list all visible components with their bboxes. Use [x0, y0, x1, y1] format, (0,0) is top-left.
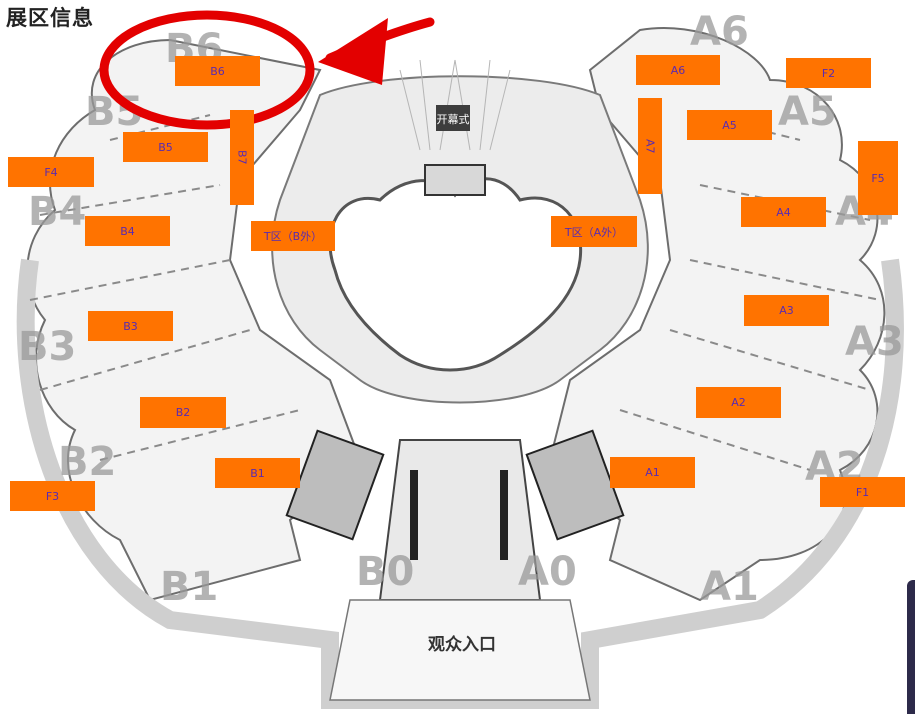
zone-label-a5[interactable]: A5	[687, 110, 772, 140]
zone-label-a3[interactable]: A3	[744, 295, 829, 326]
zone-label-a6[interactable]: A6	[636, 55, 720, 85]
hall-letter: B1	[160, 564, 218, 610]
opening-stage	[424, 164, 486, 196]
zone-label-f4[interactable]: F4	[8, 157, 94, 187]
opening-sign-text: 开幕式	[437, 112, 470, 126]
hall-letter: A5	[778, 89, 837, 135]
opening-sign-box	[436, 105, 470, 131]
hall-letter: A3	[845, 319, 904, 365]
zone-label-b5[interactable]: B5	[123, 132, 208, 162]
hall-letter: B0	[356, 549, 414, 595]
left-dark-booth	[285, 429, 385, 541]
highlight-arrowhead	[318, 18, 388, 85]
zone-label-b6[interactable]: B6	[175, 56, 260, 86]
zone-label-a1[interactable]: A1	[610, 457, 695, 488]
zone-label-f5[interactable]: F5	[858, 141, 898, 215]
entrance-plaza	[329, 599, 591, 701]
highlight-circle	[99, 10, 315, 130]
zone-label-b3[interactable]: B3	[88, 311, 173, 341]
entrance-seats	[410, 470, 508, 560]
zone-label-b7[interactable]: B7	[230, 110, 254, 205]
entrance-label: 观众入口	[427, 634, 496, 655]
zone-label-a7[interactable]: A7	[638, 98, 662, 194]
zone-label-a2[interactable]: A2	[696, 387, 781, 418]
hall-letter: B4	[28, 189, 86, 235]
hall-letter: A1	[700, 564, 759, 610]
zone-label-f3[interactable]: F3	[10, 481, 95, 511]
hall-letter: A0	[518, 549, 577, 595]
hall-letter: B3	[18, 324, 76, 370]
right-dark-booth	[525, 429, 625, 541]
edge-scroll-strip	[907, 580, 915, 714]
page-title: 展区信息	[6, 6, 94, 30]
zone-label-t-a[interactable]: T区（A外）	[551, 216, 637, 247]
zone-label-b1[interactable]: B1	[215, 458, 300, 488]
zone-label-f1[interactable]: F1	[820, 477, 905, 507]
zone-label-a4[interactable]: A4	[741, 197, 826, 227]
zone-label-t-b[interactable]: T区（B外）	[251, 221, 335, 251]
hall-letter: A6	[690, 9, 749, 55]
zone-label-b2[interactable]: B2	[140, 397, 226, 428]
zone-label-f2[interactable]: F2	[786, 58, 871, 88]
zone-label-b4[interactable]: B4	[85, 216, 170, 246]
hall-letter: B2	[58, 439, 116, 485]
